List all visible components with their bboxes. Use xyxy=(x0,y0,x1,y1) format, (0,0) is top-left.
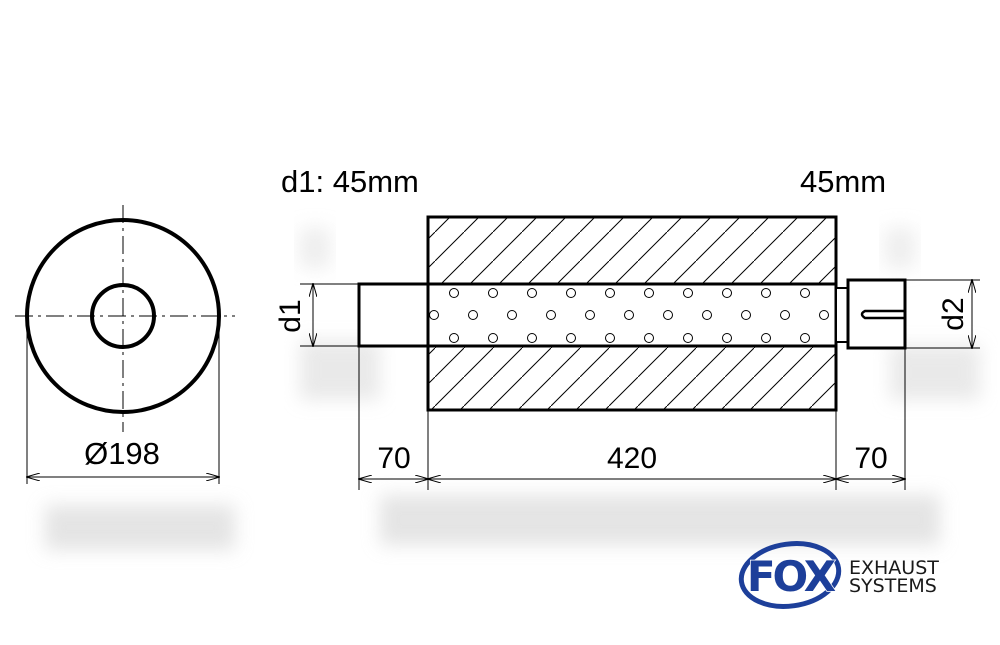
perforation-hole xyxy=(800,288,810,298)
end-view: Ø198 xyxy=(15,205,235,484)
perforation-hole xyxy=(761,288,771,298)
d2-label: d2 xyxy=(937,297,970,330)
inlet-pipe xyxy=(357,282,430,348)
outlet-length-label: 70 xyxy=(854,442,887,475)
logo-swoosh xyxy=(738,541,842,609)
perforation-hole xyxy=(566,288,576,298)
d1-label: d1 xyxy=(274,299,307,332)
perforation-hole xyxy=(605,288,615,298)
perforation-hole xyxy=(722,288,732,298)
perforation-hole xyxy=(683,333,693,343)
pipe-circle xyxy=(90,283,156,349)
perforation-hole xyxy=(488,288,498,298)
logo-brand: FOX xyxy=(747,552,836,601)
perforation-hole xyxy=(761,333,771,343)
d2-spec-heading: 45mm xyxy=(800,164,886,199)
perforation-hole xyxy=(741,310,751,320)
perforation-hole xyxy=(527,333,537,343)
drop-shadows xyxy=(45,228,980,550)
fox-exhaust-logo: FOX EXHAUST SYSTEMS xyxy=(738,541,939,609)
perforation-hole xyxy=(819,310,829,320)
perforation-hole xyxy=(488,333,498,343)
perforation-hole xyxy=(449,333,459,343)
logo-line2: SYSTEMS xyxy=(849,575,937,597)
perforation-hole xyxy=(644,288,654,298)
perforation-hole xyxy=(527,288,537,298)
perforation-hole xyxy=(780,310,790,320)
perforation-hole xyxy=(663,310,673,320)
outlet-collar xyxy=(835,287,849,343)
body-length-label: 420 xyxy=(607,442,657,475)
perforation-hole xyxy=(644,333,654,343)
d1-spec-heading: d1: 45mm xyxy=(281,164,419,199)
perforation-hole xyxy=(683,288,693,298)
perforation-hole xyxy=(449,288,459,298)
perforation-hole xyxy=(507,310,517,320)
perforation-hole xyxy=(722,333,732,343)
perforation-hole xyxy=(468,310,478,320)
perforation-hole xyxy=(702,310,712,320)
logo-line1: EXHAUST xyxy=(849,557,939,579)
inlet-length-label: 70 xyxy=(377,442,410,475)
perforation-hole xyxy=(585,310,595,320)
perforation-hole xyxy=(546,310,556,320)
outlet-pipe xyxy=(846,278,907,350)
side-view: d1 d2 70 420 70 xyxy=(274,215,980,490)
perforation-hole xyxy=(429,310,439,320)
outer-diameter-label: Ø198 xyxy=(84,436,160,471)
perforation-hole xyxy=(566,333,576,343)
perforation-holes xyxy=(429,288,829,343)
outlet-slot xyxy=(860,309,905,320)
perforation-hole xyxy=(624,310,634,320)
outer-circle xyxy=(25,218,221,414)
perforation-hole xyxy=(800,333,810,343)
perforation-hole xyxy=(605,333,615,343)
